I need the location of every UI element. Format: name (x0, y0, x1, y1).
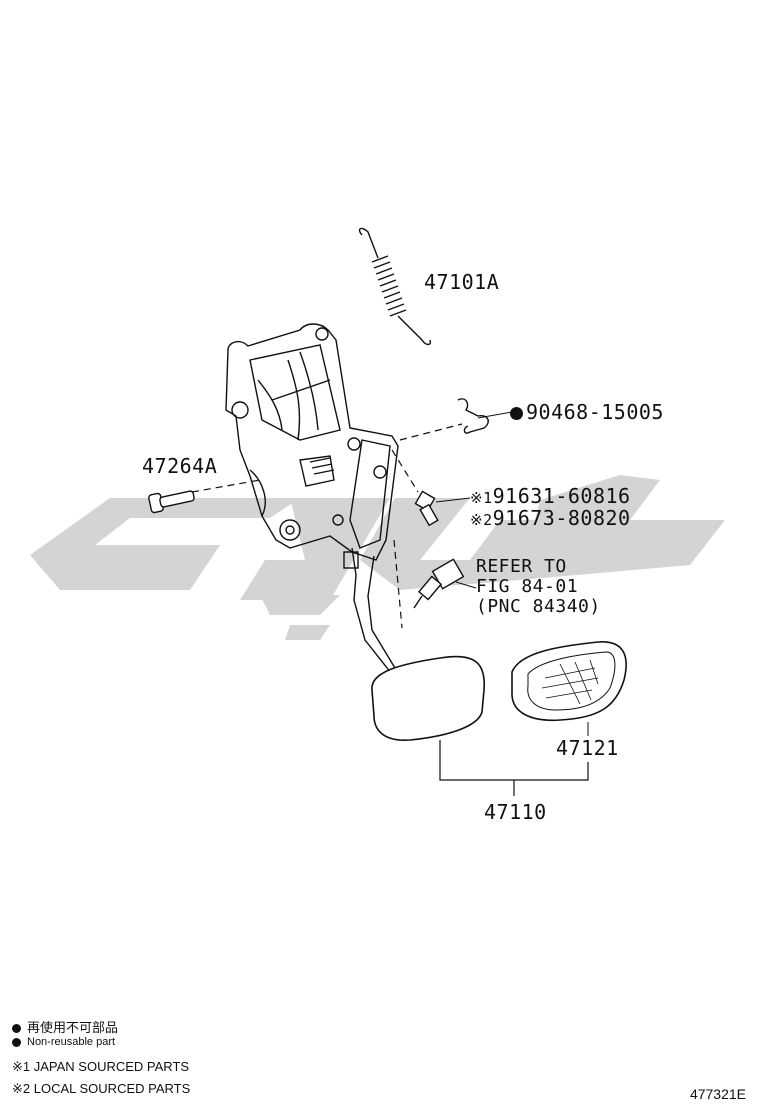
label-bolt-local-number: 91673-80820 (492, 506, 631, 530)
switch-drawing (413, 558, 477, 609)
label-bolt-japan-number: 91631-60816 (492, 484, 631, 508)
non-reusable-dot-icon (12, 1024, 21, 1034)
label-pin: 47264A (142, 454, 218, 478)
pin-drawing (148, 490, 195, 514)
legend-note-1: ※1 JAPAN SOURCED PARTS (12, 1059, 189, 1075)
label-clip: 90468-15005 (510, 400, 664, 424)
legend-en-text: Non-reusable part (27, 1036, 116, 1048)
label-bolt-japan: ※191631-60816 (470, 484, 631, 508)
label-spring: 47101A (424, 270, 500, 294)
spring-drawing (358, 227, 432, 346)
legend-note-1-mark: ※1 (12, 1059, 31, 1074)
non-reusable-mark-icon (510, 407, 523, 420)
legend-non-reusable-en: Non-reusable part (12, 1036, 115, 1048)
non-reusable-dot-icon-2 (12, 1037, 21, 1047)
pedal-bracket-drawing (225, 323, 399, 679)
label-bolt-local: ※291673-80820 (470, 506, 631, 530)
illustration-number: 477321E (689, 1086, 746, 1102)
label-refer-2: FIG 84-01 (476, 576, 579, 597)
legend-note-2: ※2 LOCAL SOURCED PARTS (12, 1081, 190, 1097)
watermark-logo (30, 475, 725, 640)
legend-note-2-text: LOCAL SOURCED PARTS (33, 1081, 191, 1096)
leader-lines (191, 423, 463, 629)
label-pedal-assembly: 47110 (484, 800, 547, 824)
assembly-bracket (439, 740, 589, 796)
legend-non-reusable-jp: 再使用不可部品 (12, 1017, 118, 1036)
label-clip-number: 90468-15005 (526, 400, 664, 424)
note-mark-1: ※1 (470, 489, 493, 507)
label-refer-3: (PNC 84340) (476, 596, 601, 617)
legend-jp-text: 再使用不可部品 (27, 1021, 119, 1036)
legend-note-1-text: JAPAN SOURCED PARTS (33, 1059, 190, 1074)
clip-drawing (457, 398, 513, 434)
note-mark-2: ※2 (470, 511, 493, 529)
bolt-drawing (414, 490, 471, 527)
pedal-pad-drawing (371, 641, 627, 741)
legend-note-2-mark: ※2 (12, 1081, 31, 1096)
label-pedal-pad: 47121 (556, 736, 619, 760)
label-refer-1: REFER TO (476, 556, 567, 577)
